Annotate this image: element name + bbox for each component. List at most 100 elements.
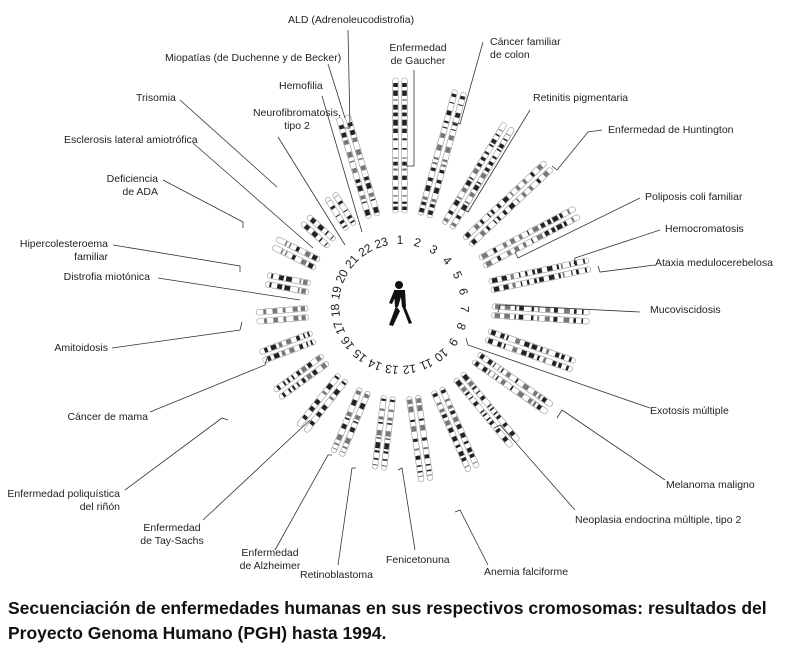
- chromosome-band: [443, 217, 450, 223]
- label-line: Neurofibromatosis,: [252, 107, 342, 119]
- chromosome-band: [493, 286, 500, 292]
- chromosome-band: [393, 168, 398, 171]
- chromosome-band: [359, 402, 366, 410]
- chromosome-band: [467, 380, 475, 387]
- chromosome-band: [282, 380, 287, 386]
- chromosome-band: [402, 195, 407, 197]
- leader-line: [493, 424, 576, 511]
- chromosome-band: [341, 380, 347, 386]
- chromosome-band: [516, 390, 525, 398]
- chromosome-band: [346, 151, 353, 159]
- chromosome-number: 7: [457, 305, 471, 313]
- chromosome-band: [410, 419, 415, 423]
- chromosome-band: [336, 433, 343, 441]
- chromosome-band: [469, 453, 475, 459]
- chromosome-number: 12: [402, 361, 418, 377]
- chromosome-band: [335, 213, 341, 218]
- chromosome-10: [453, 372, 520, 448]
- chromosome-band: [393, 186, 398, 190]
- chromosome-band: [522, 383, 530, 391]
- chromosome-band: [458, 103, 463, 107]
- chromosome-band: [355, 178, 361, 184]
- chromosome-band: [493, 411, 498, 416]
- chromosome-band: [393, 104, 398, 110]
- chromosome-band: [560, 263, 564, 269]
- chromosome-band: [563, 308, 571, 314]
- chromosome-number: 1: [397, 233, 404, 247]
- chromosome-band: [568, 356, 573, 363]
- leader-line: [454, 509, 489, 566]
- chromosome-band: [531, 343, 538, 351]
- chromosome-band: [321, 404, 328, 411]
- label-line: del riñón: [79, 501, 120, 513]
- chromosome-band: [402, 168, 407, 171]
- chromosome-13: [371, 395, 396, 471]
- chromosome-band: [305, 373, 313, 380]
- chromosome-band: [536, 404, 543, 411]
- chromosome-band: [384, 443, 390, 450]
- chromosome-band: [295, 246, 301, 253]
- chromosome-band: [490, 138, 497, 145]
- label-ald: ALD (Adrenoleucodistrofia): [288, 14, 415, 26]
- chromosome-band: [566, 209, 571, 215]
- chromosome-band: [286, 377, 291, 383]
- chromosome-band: [504, 313, 511, 319]
- chromosome-band: [538, 276, 545, 283]
- chromosome-band: [466, 446, 473, 454]
- chromosome-band: [337, 200, 344, 206]
- chromosome-band: [472, 184, 480, 192]
- chromosome-band: [320, 362, 328, 370]
- chromosome-band: [281, 392, 287, 398]
- chromosome-band: [375, 441, 381, 449]
- chromosome-number: 9: [445, 335, 460, 349]
- chromosome-band: [270, 344, 277, 351]
- chromosome-number: 17: [330, 319, 348, 337]
- chromosome-band: [387, 422, 392, 426]
- chromosome-band: [418, 475, 424, 478]
- chromosome-band: [381, 398, 386, 402]
- chromosome-band: [473, 223, 481, 230]
- chromosome-band: [402, 104, 407, 110]
- leader-line: [597, 264, 656, 273]
- chromosome-band: [315, 411, 323, 418]
- chromosome-number: 8: [453, 321, 469, 332]
- chromosome-band: [393, 90, 398, 96]
- walking-person-icon: [389, 281, 412, 326]
- chromosome-band: [458, 450, 465, 457]
- chromosome-band: [436, 144, 443, 151]
- leader-line: [573, 229, 661, 265]
- chromosome-22: [324, 192, 357, 231]
- chromosome-band: [531, 306, 535, 312]
- chromosome-band: [469, 176, 474, 181]
- chromosome-band: [393, 195, 398, 197]
- chromosome-number: 3: [427, 242, 440, 258]
- chromosome-band: [509, 237, 516, 245]
- chromosome-band: [444, 146, 451, 154]
- chromosome-band: [402, 175, 407, 180]
- chromosome-band: [298, 343, 304, 350]
- chromosome-band: [509, 385, 514, 391]
- label-cancer-mama: Cáncer de mama: [67, 411, 148, 423]
- chromosome-band: [548, 274, 555, 281]
- chromosome-band: [280, 249, 284, 254]
- chromosome-band: [295, 370, 302, 377]
- chromosome-band: [389, 399, 395, 403]
- chromosome-band: [393, 161, 398, 166]
- chromosome-band: [502, 137, 508, 142]
- label-line: de Gaucher: [390, 55, 446, 67]
- chromosome-band: [541, 396, 548, 403]
- chromosome-band: [393, 201, 398, 204]
- chromosome-band: [351, 167, 358, 174]
- chromosome-band: [421, 201, 427, 206]
- chromosome-band: [353, 420, 359, 424]
- chromosome-band: [416, 465, 422, 468]
- chromosome-band: [523, 341, 531, 348]
- chromosome-band: [365, 182, 372, 190]
- chromosome-band: [533, 278, 538, 284]
- chromosome-band: [334, 375, 340, 380]
- label-line: Enfermedad: [143, 522, 201, 534]
- chromosome-band: [393, 175, 398, 180]
